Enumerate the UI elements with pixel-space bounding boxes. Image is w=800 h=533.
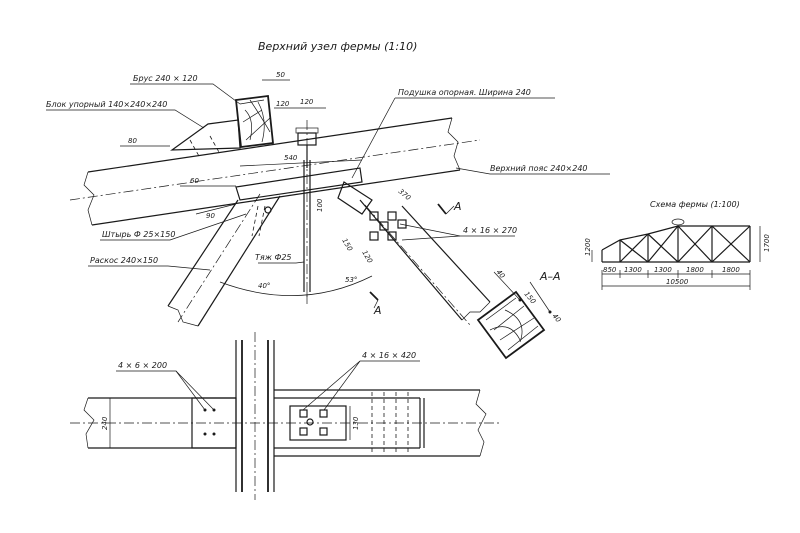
dim-sec-40a: 40 [494, 268, 506, 280]
angle-arcs [219, 275, 373, 304]
section-a-a [476, 271, 552, 360]
dim-60: 60 [190, 177, 199, 185]
plan-view [70, 332, 500, 500]
dimension-lines [120, 79, 363, 215]
scheme-h-right: 1700 [763, 234, 771, 252]
truss-scheme [591, 218, 761, 290]
leader-bolts-plan-3 [323, 360, 361, 411]
scheme-h-left: 1200 [584, 238, 592, 256]
left-diagonal [167, 193, 281, 327]
scheme-title: Схема фермы (1:100) [650, 200, 740, 209]
tie-rod [303, 120, 311, 300]
label-bolts-top: 4 × 16 × 270 [463, 226, 517, 235]
dim-sec-40b: 40 [550, 312, 562, 324]
dim-120a: 120 [276, 100, 290, 108]
label-tyazh: Тяж Ф25 [255, 253, 292, 262]
scheme-panel-3: 1300 [654, 266, 672, 274]
dim-90: 90 [206, 212, 215, 220]
section-cut-marks [369, 203, 455, 309]
scheme-panel-2: 1300 [624, 266, 642, 274]
dim-120c: 120 [360, 249, 374, 265]
dim-50: 50 [276, 71, 285, 79]
label-top-chord: Верхний пояс 240×240 [490, 164, 588, 173]
brus-block [235, 94, 274, 149]
dim-plan-130: 130 [352, 416, 360, 430]
leader-lines [46, 83, 610, 271]
section-title: А–А [539, 270, 561, 283]
drawing-title: Верхний узел фермы (1:10) [258, 40, 417, 53]
label-bolts-plan: 4 × 16 × 420 [362, 351, 416, 360]
dim-150: 150 [340, 237, 354, 253]
scheme-panel-5: 1800 [722, 266, 740, 274]
scheme-panel-4: 1800 [686, 266, 704, 274]
stop-block [170, 119, 241, 159]
section-mark-a-bottom: А [373, 304, 382, 317]
scheme-panel-1: 850 [603, 266, 617, 274]
dim-80: 80 [128, 137, 137, 145]
angle-53: 53° [345, 276, 357, 284]
dim-120b: 120 [300, 98, 314, 106]
dim-370: 370 [397, 187, 413, 202]
dim-plan-240: 240 [101, 416, 109, 430]
label-blok: Блок упорный 140×240×240 [46, 100, 167, 109]
label-nails: 4 × 6 × 200 [118, 361, 167, 370]
label-brus: Брус 240 × 120 [133, 74, 198, 83]
angle-40: 40° [258, 282, 270, 290]
label-podushka: Подушка опорная. Ширина 240 [398, 88, 531, 97]
leader-nails-2 [175, 370, 215, 411]
top-chord [69, 117, 481, 226]
section-mark-a-top: А [453, 200, 462, 213]
right-diagonal [337, 181, 491, 326]
scheme-total: 10500 [666, 278, 689, 286]
label-raskos: Раскос 240×150 [90, 256, 158, 265]
label-shtyr: Штырь Ф 25×150 [102, 230, 175, 239]
support-pad [235, 167, 363, 201]
dim-100: 100 [316, 198, 324, 212]
leader-bolts-plan-2 [302, 360, 361, 411]
dim-540: 540 [284, 154, 298, 162]
